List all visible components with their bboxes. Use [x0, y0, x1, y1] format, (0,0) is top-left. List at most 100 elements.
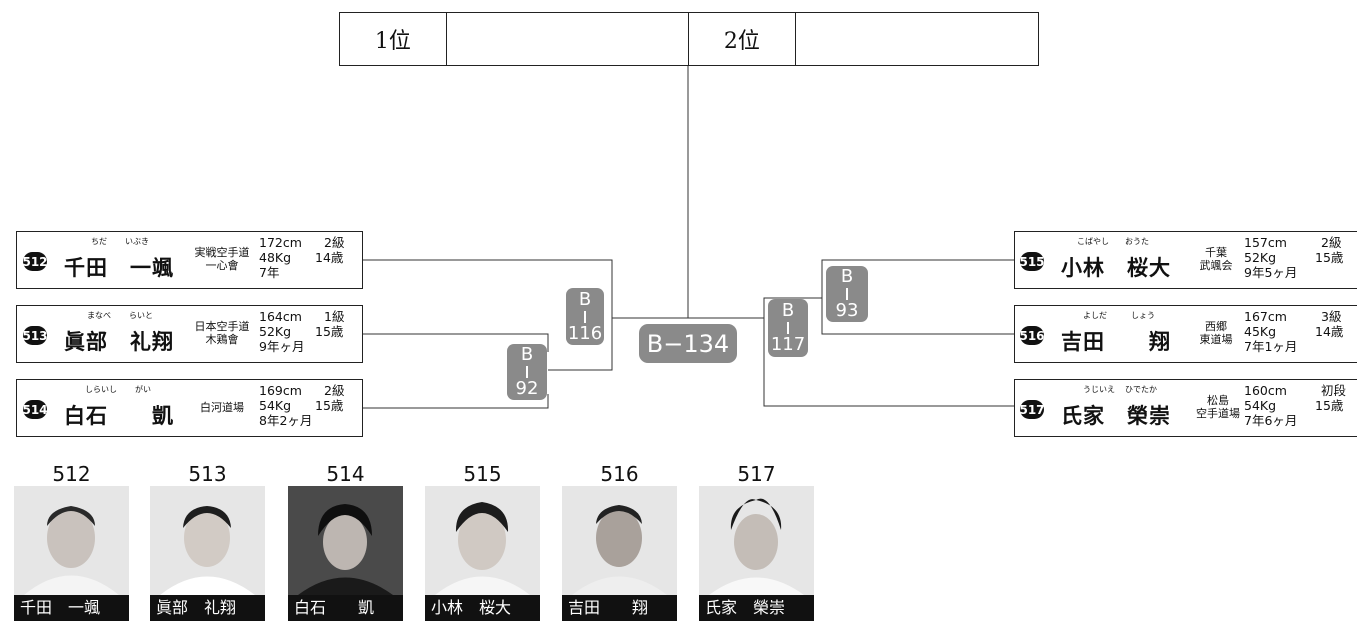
furigana-given: らいと — [129, 311, 153, 320]
player-dojo: 千葉 武颯会 — [1199, 246, 1233, 272]
player-photo — [699, 486, 814, 595]
player-name: 白石 凱 — [64, 404, 174, 428]
match-code-bottom: 117 — [770, 334, 806, 355]
photo-caption: 千田 一颯 — [14, 595, 129, 621]
player-experience: 9年ヶ月 — [259, 339, 305, 354]
player-photo — [150, 486, 265, 595]
player-card: 516 よしだ しょう 吉田 翔 西郷 東道場 167cm 3級 45Kg 14… — [1014, 305, 1357, 363]
match-code-top: B — [840, 266, 854, 287]
player-rank: 1級 — [324, 309, 345, 324]
first-place-label: 1位 — [340, 13, 447, 65]
match-code-bottom: 116 — [567, 322, 603, 344]
player-height: 172cm — [259, 235, 302, 250]
match-badge-left-semi: B 116 — [566, 288, 604, 345]
player-age: 15歳 — [315, 324, 344, 339]
player-photo — [425, 486, 540, 595]
furigana-family: うじいえ — [1083, 385, 1115, 394]
match-code-top: B — [520, 344, 534, 365]
player-dojo: 実戦空手道 一心會 — [194, 246, 250, 272]
player-rank: 初段 — [1321, 383, 1347, 398]
photo-caption: 小林 桜大 — [425, 595, 540, 621]
furigana-family: こばやし — [1077, 237, 1109, 246]
match-code-top: B — [781, 300, 795, 321]
player-name: 吉田 翔 — [1061, 330, 1171, 354]
player-photo — [562, 486, 677, 595]
final-match-code: B−134 — [646, 329, 730, 358]
match-badge-left-first: B 92 — [507, 344, 547, 400]
match-code-bottom: 93 — [835, 300, 859, 321]
player-age: 15歳 — [1315, 250, 1344, 265]
player-number-badge: 515 — [1019, 252, 1045, 271]
furigana-family: ちだ — [91, 237, 107, 246]
photo-number: 514 — [326, 462, 365, 486]
player-name: 小林 桜大 — [1061, 256, 1171, 280]
photo-number: 513 — [188, 462, 227, 486]
photo-number: 517 — [737, 462, 776, 486]
player-age: 15歳 — [1315, 398, 1344, 413]
player-weight: 54Kg — [259, 398, 292, 413]
first-place-field[interactable] — [447, 13, 690, 65]
player-height: 157cm — [1244, 235, 1287, 250]
player-rank: 2級 — [324, 383, 345, 398]
match-badge-right-first: B 93 — [826, 266, 868, 322]
player-rank: 2級 — [1321, 235, 1342, 250]
match-badge-right-semi: B 117 — [768, 299, 808, 357]
player-dojo: 松島 空手道場 — [1196, 394, 1240, 420]
furigana-given: いぶき — [125, 237, 149, 246]
player-experience: 9年5ヶ月 — [1244, 265, 1298, 280]
player-age: 15歳 — [315, 398, 344, 413]
player-card: 515 こばやし おうた 小林 桜大 千葉 武颯会 157cm 2級 52Kg … — [1014, 231, 1357, 289]
photo-number: 516 — [600, 462, 639, 486]
player-name: 氏家 榮崇 — [1061, 404, 1171, 428]
furigana-given: しょう — [1131, 311, 1155, 320]
player-weight: 45Kg — [1244, 324, 1277, 339]
player-dojo: 日本空手道 木鶏會 — [194, 320, 250, 346]
furigana-given: ひでたか — [1125, 385, 1157, 394]
player-number-badge: 517 — [1019, 400, 1045, 419]
player-weight: 52Kg — [1244, 250, 1277, 265]
final-match-badge: B−134 — [639, 324, 737, 363]
photo-caption: 白石 凱 — [288, 595, 403, 621]
match-code-top: B — [578, 288, 592, 310]
furigana-given: がい — [135, 385, 151, 394]
photo-caption: 氏家 榮崇 — [699, 595, 814, 621]
player-height: 167cm — [1244, 309, 1287, 324]
player-height: 169cm — [259, 383, 302, 398]
furigana-family: まなべ — [87, 311, 111, 320]
player-name: 千田 一颯 — [64, 256, 174, 280]
photo-number: 512 — [52, 462, 91, 486]
player-card: 513 まなべ らいと 眞部 礼翔 日本空手道 木鶏會 164cm 1級 52K… — [16, 305, 363, 363]
player-experience: 8年2ヶ月 — [259, 413, 313, 428]
player-name: 眞部 礼翔 — [64, 330, 174, 354]
photo-caption: 眞部 礼翔 — [150, 595, 265, 621]
second-place-label: 2位 — [689, 13, 796, 65]
player-height: 160cm — [1244, 383, 1287, 398]
player-experience: 7年 — [259, 265, 280, 280]
player-weight: 48Kg — [259, 250, 292, 265]
player-weight: 54Kg — [1244, 398, 1277, 413]
player-experience: 7年1ヶ月 — [1244, 339, 1298, 354]
result-table: 1位 2位 — [339, 12, 1039, 66]
player-photo — [14, 486, 129, 595]
photo-number: 515 — [463, 462, 502, 486]
furigana-given: おうた — [1125, 237, 1149, 246]
player-number-badge: 516 — [1019, 326, 1045, 345]
player-dojo: 白河道場 — [200, 401, 244, 414]
furigana-family: よしだ — [1083, 311, 1107, 320]
furigana-family: しらいし — [85, 385, 117, 394]
player-experience: 7年6ヶ月 — [1244, 413, 1298, 428]
player-number-badge: 513 — [22, 326, 48, 345]
match-code-bottom: 92 — [515, 378, 539, 399]
player-rank: 3級 — [1321, 309, 1342, 324]
second-place-field[interactable] — [796, 13, 1038, 65]
player-number-badge: 512 — [22, 252, 48, 271]
player-dojo: 西郷 東道場 — [1199, 320, 1233, 346]
player-age: 14歳 — [1315, 324, 1344, 339]
player-card: 517 うじいえ ひでたか 氏家 榮崇 松島 空手道場 160cm 初段 54K… — [1014, 379, 1357, 437]
player-card: 512 ちだ いぶき 千田 一颯 実戦空手道 一心會 172cm 2級 48Kg… — [16, 231, 363, 289]
player-age: 14歳 — [315, 250, 344, 265]
photo-caption: 吉田 翔 — [562, 595, 677, 621]
player-rank: 2級 — [324, 235, 345, 250]
player-photo — [288, 486, 403, 595]
